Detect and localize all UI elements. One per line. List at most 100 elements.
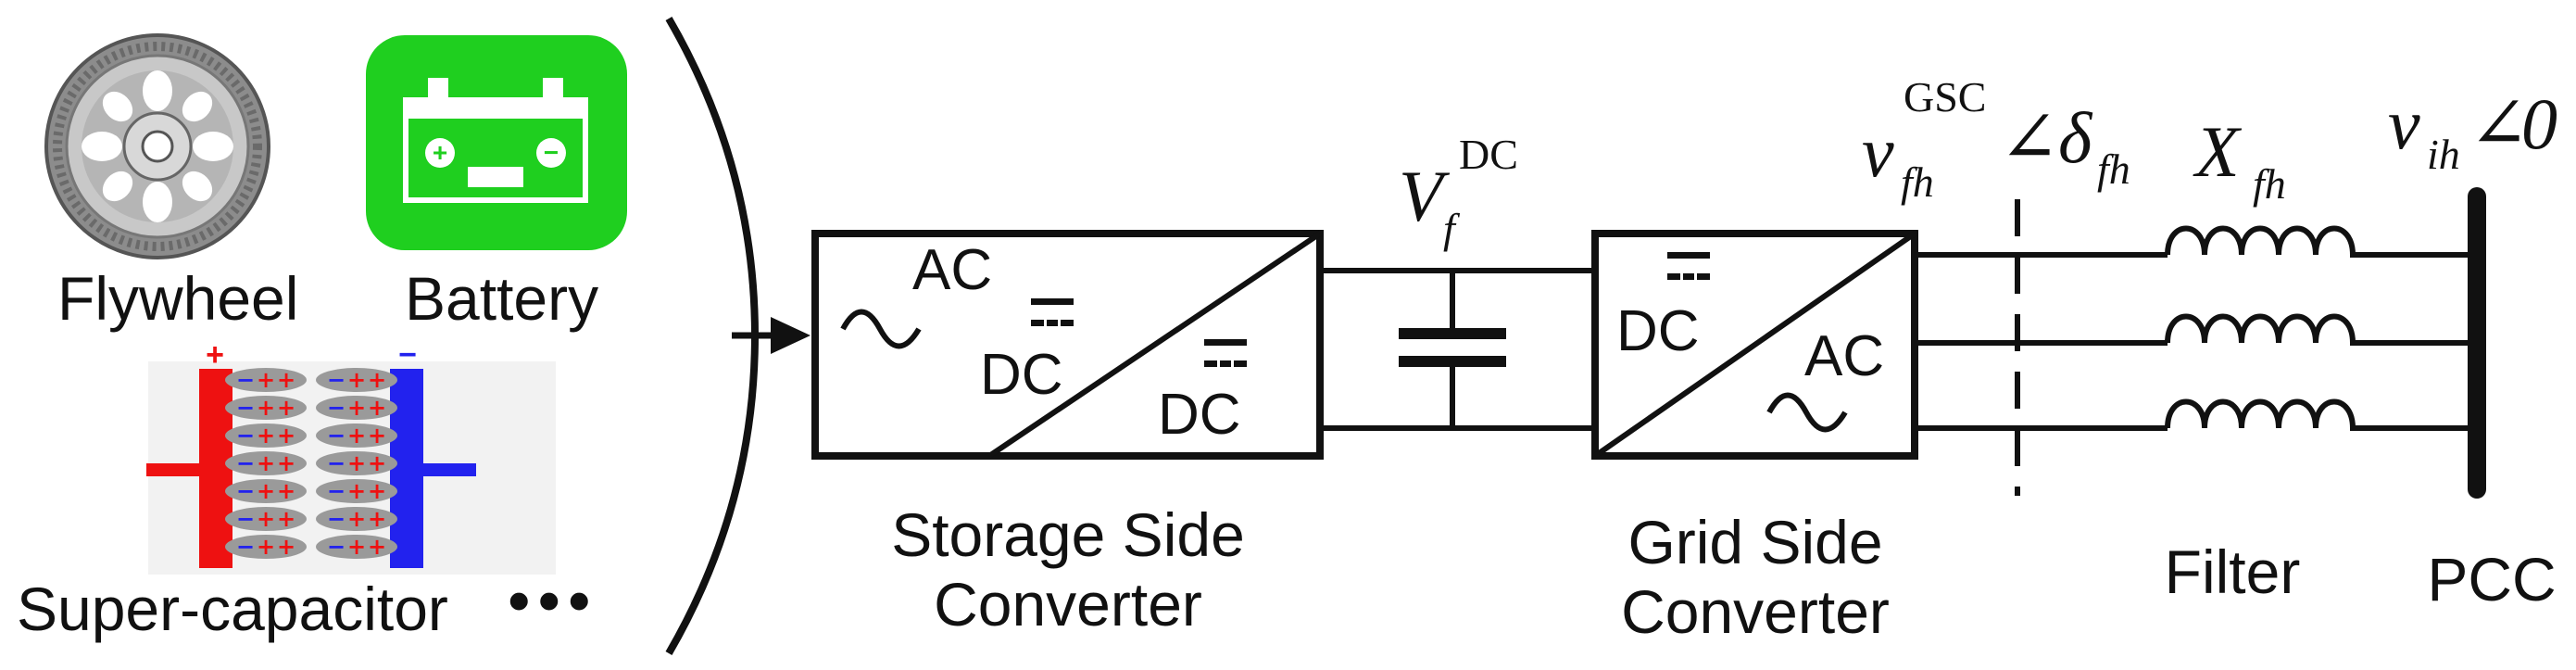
supercapacitor-charge-sign: + <box>257 450 275 476</box>
battery-plus-sign: + <box>433 138 447 167</box>
supercapacitor-charge-sign: + <box>368 367 386 393</box>
supercapacitor-charge-sign: + <box>277 506 295 532</box>
supercapacitor-cell <box>316 451 397 475</box>
dc-symbol-icon <box>1667 252 1710 280</box>
inductor-icon <box>2165 225 2357 258</box>
supercapacitor-charge-sign: + <box>257 506 275 532</box>
supercapacitor-charge-sign: + <box>347 395 366 421</box>
filter-inductors <box>2165 225 2357 431</box>
supercapacitor-charge-sign: + <box>347 367 366 393</box>
pcc-angle-value: 0 <box>2521 83 2557 164</box>
gsc-voltage-symbol: v <box>1862 111 1894 192</box>
supercapacitor-charge-sign: + <box>277 534 295 560</box>
supercapacitor-charge-sign: + <box>368 534 386 560</box>
supercapacitor-charge-sign: − <box>327 395 346 421</box>
supercapacitor-charge-sign: − <box>236 423 255 449</box>
ac-source-icon <box>1766 392 1848 433</box>
supercapacitor-charge-sign: + <box>347 450 366 476</box>
supercapacitor-cell <box>225 423 307 448</box>
supercapacitor-charge-sign: − <box>327 478 346 504</box>
supercapacitor-charge-sign: + <box>257 423 275 449</box>
supercapacitor-charge-sign: + <box>277 423 295 449</box>
dc-symbol-icon <box>1204 339 1247 367</box>
supercapacitor-charge-sign: + <box>257 395 275 421</box>
ssc-ac-label: AC <box>912 238 992 302</box>
supercapacitor-charge-sign: + <box>368 395 386 421</box>
supercapacitor-icon: −++−++−++−++−++−++−++−++−++−++−++−++−++−… <box>146 361 556 575</box>
inductor-icon <box>2165 398 2357 431</box>
flywheel-label: Flywheel <box>57 264 298 333</box>
supercapacitor-charge-sign: − <box>327 506 346 532</box>
supercapacitor-cell <box>316 535 397 559</box>
supercapacitor-charge-sign: − <box>236 367 255 393</box>
supercapacitor-label: Super-capacitor <box>17 575 448 643</box>
supercapacitor-charge-sign: − <box>327 534 346 560</box>
flywheel-icon <box>44 33 270 259</box>
supercapacitor-charge-sign: + <box>257 478 275 504</box>
supercapacitor-cell <box>316 368 397 392</box>
inductor-icon <box>2165 313 2357 346</box>
pcc-angle-symbol: ∠ <box>2469 83 2529 164</box>
supercapacitor-charge-sign: + <box>347 423 366 449</box>
supercapacitor-charge-sign: − <box>236 506 255 532</box>
supercapacitor-charge-sign: + <box>277 367 295 393</box>
gsc-dc-label: DC <box>1616 299 1700 363</box>
gsc-delta-symbol: δ <box>2058 97 2093 178</box>
battery-minus-sign: − <box>544 138 559 167</box>
supercap-plus-sign: + <box>206 337 224 373</box>
gsc-delta-subscript: fh <box>2097 145 2130 193</box>
supercapacitor-charge-sign: + <box>368 506 386 532</box>
dc-link-voltage-symbol: V <box>1399 156 1451 236</box>
grid-side-converter-title-2: Converter <box>1621 577 1890 646</box>
gsc-voltage-subscript: fh <box>1901 158 1934 206</box>
storage-side-converter-title-2: Converter <box>934 570 1202 638</box>
storage-side-converter-title-1: Storage Side <box>891 500 1245 569</box>
supercapacitor-cell <box>225 396 307 420</box>
pcc-label: PCC <box>2427 545 2556 613</box>
supercapacitor-charge-sign: − <box>327 423 346 449</box>
supercapacitor-charge-sign: + <box>257 367 275 393</box>
gsc-voltage-superscript: GSC <box>1904 73 1986 120</box>
dc-symbol-icon <box>1031 298 1074 326</box>
supercapacitor-charge-sign: + <box>257 534 275 560</box>
gsc-angle-symbol: ∠ <box>1999 97 2059 178</box>
grid-side-converter-title-1: Grid Side <box>1627 508 1882 576</box>
supercapacitor-charge-sign: + <box>368 450 386 476</box>
supercapacitor-cell <box>225 535 307 559</box>
supercapacitor-charge-sign: + <box>347 478 366 504</box>
input-arrow-head <box>771 317 810 354</box>
supercapacitor-charge-sign: + <box>277 478 295 504</box>
supercapacitor-charge-sign: − <box>236 534 255 560</box>
supercapacitor-cell <box>316 396 397 420</box>
filter-reactance-subscript: fh <box>2253 160 2286 208</box>
capacitor-icon <box>1399 271 1506 428</box>
supercapacitor-cell <box>225 368 307 392</box>
dc-link-voltage-subscript: f <box>1443 205 1461 252</box>
battery-label: Battery <box>405 264 598 333</box>
supercapacitor-charge-sign: + <box>368 423 386 449</box>
supercapacitor-charge-sign: + <box>277 395 295 421</box>
ssc-dc-bottom-label: DC <box>1158 383 1241 447</box>
pcc-voltage-symbol: v <box>2388 83 2420 164</box>
supercapacitor-charge-sign: − <box>236 450 255 476</box>
more-storage-ellipsis: ••• <box>508 564 598 637</box>
supercapacitor-cell <box>316 423 397 448</box>
supercapacitor-charge-sign: + <box>347 534 366 560</box>
supercapacitor-charge-sign: + <box>368 478 386 504</box>
supercapacitor-cell <box>225 507 307 531</box>
supercapacitor-charge-sign: − <box>236 478 255 504</box>
supercapacitor-charge-sign: + <box>277 450 295 476</box>
supercapacitor-cell <box>316 507 397 531</box>
storage-side-converter <box>811 230 1324 460</box>
supercapacitor-cell <box>225 479 307 503</box>
ac-source-icon <box>840 309 922 349</box>
battery-icon <box>366 35 627 250</box>
gsc-ac-label: AC <box>1804 324 1884 388</box>
filter-reactance-symbol: X <box>2193 111 2243 192</box>
supercapacitor-charge-sign: − <box>327 367 346 393</box>
filter-label: Filter <box>2165 537 2301 606</box>
supercapacitor-cell <box>225 451 307 475</box>
supercapacitor-charge-sign: − <box>236 395 255 421</box>
supercapacitor-charge-sign: + <box>347 506 366 532</box>
